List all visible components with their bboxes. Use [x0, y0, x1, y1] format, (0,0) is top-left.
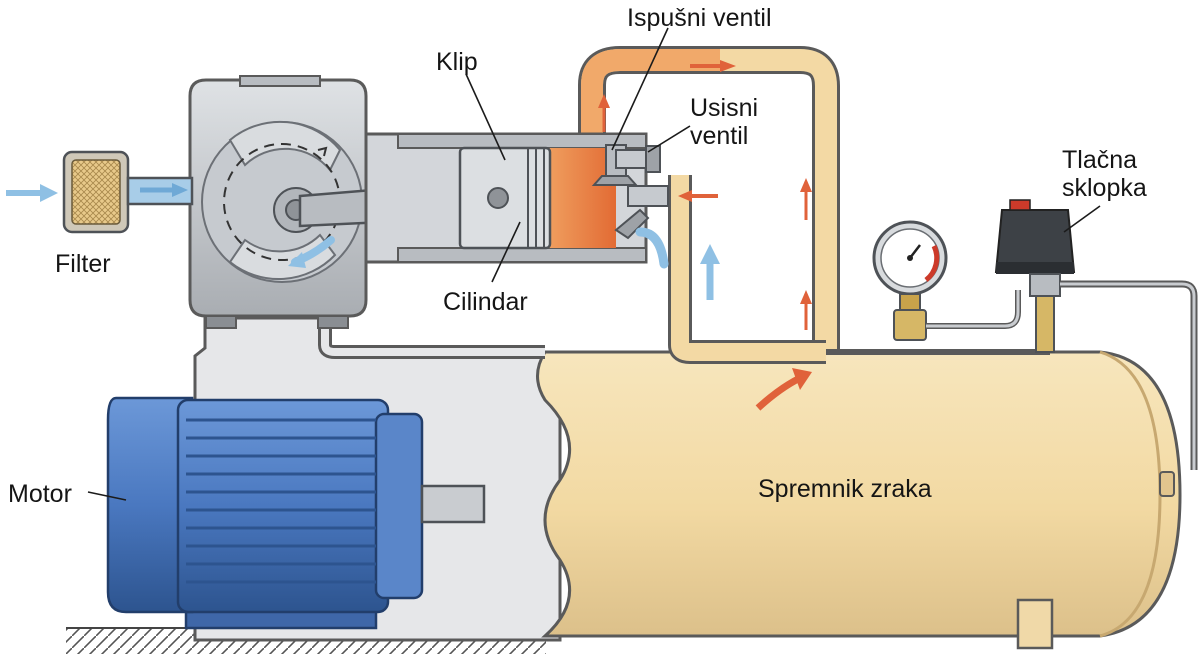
- label-klip: Klip: [436, 48, 478, 76]
- label-tlacna-sklopka-line1: Tlačna: [1062, 146, 1138, 174]
- label-ispusni-ventil: Ispušni ventil: [627, 4, 772, 32]
- filter-icon: [62, 150, 194, 234]
- label-motor: Motor: [8, 480, 72, 508]
- label-usisni-ventil: Usisni ventil: [690, 94, 758, 150]
- electric-motor-icon: [106, 396, 486, 630]
- label-usisni-ventil-line1: Usisni: [690, 94, 759, 122]
- frame-pipe: [318, 300, 1050, 359]
- intake-valve-icon: [614, 185, 669, 269]
- discharge-pipe: [578, 46, 840, 352]
- piston-icon: [458, 146, 552, 250]
- label-filter: Filter: [55, 250, 111, 278]
- label-usisni-ventil-line2: ventil: [690, 122, 749, 150]
- label-cilindar: Cilindar: [443, 288, 528, 316]
- label-spremnik-zraka: Spremnik zraka: [758, 475, 932, 503]
- compressor-crankcase-icon: [188, 75, 472, 329]
- intake-pipe: [668, 175, 826, 364]
- leader-lines: [87, 27, 1101, 501]
- pressure-switch-icon: [994, 199, 1198, 470]
- exhaust-valve-icon: [591, 144, 661, 186]
- airflow-arrow-icon: [6, 60, 812, 411]
- label-tlacna-sklopka-line2: sklopka: [1062, 174, 1147, 202]
- pressure-gauge-icon: [872, 220, 1021, 341]
- air-tank-icon: [536, 350, 1182, 650]
- label-tlacna-sklopka: Tlačna sklopka: [1062, 146, 1147, 202]
